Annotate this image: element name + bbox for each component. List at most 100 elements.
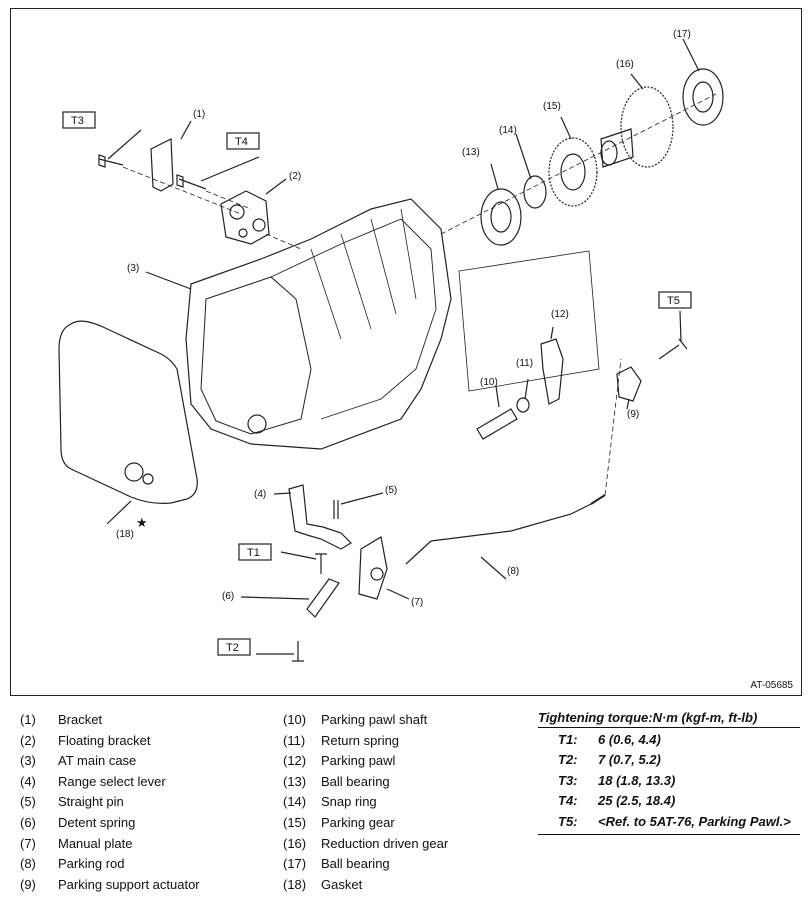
ball-bearing-17-part [682,68,724,126]
torque-key: T2: [558,752,578,768]
callout-16: (16) [616,59,634,70]
legend-label: Manual plate [58,835,133,851]
legend-number: (13) [283,773,307,789]
callout-4: (4) [254,489,266,500]
exploded-diagram-frame: (1) (2) (3) (4) (5) (6) (7) (8) (9) (10)… [10,8,802,696]
legend-item: (9) Parking support actuator [20,877,280,898]
legend-item: (5) Straight pin [20,794,280,815]
legend-number: (7) [20,835,36,851]
legend-number: (11) [283,732,306,748]
torque-value: <Ref. to 5AT-76, Parking Pawl.> [598,813,791,829]
callout-7: (7) [411,597,423,608]
legend-item: (18) Gasket [283,877,513,898]
legend-item: (15) Parking gear [283,815,513,836]
snap-ring-part [523,175,547,209]
legend-label: Parking rod [58,856,125,872]
ball-bearing-13-part [480,188,522,246]
torque-value: 6 (0.6, 4.4) [598,732,661,747]
torque-row: T5: <Ref. to 5AT-76, Parking Pawl.> [538,814,800,834]
torque-key: T4: [558,793,578,809]
straight-pin-part [333,500,339,519]
legend-item: (11) Return spring [283,733,513,754]
callout-2: (2) [289,171,301,182]
legend-item: (13)Ball bearing [283,774,513,795]
legend-label: Parking gear [321,814,395,830]
torque-row: T4: 25 (2.5, 18.4) [538,793,800,813]
legend-label: Straight pin [58,794,124,810]
legend-number: (17) [283,856,307,872]
legend-middle-column: (10)Parking pawl shaft (11) Return spring… [283,712,513,897]
legend-number: (1) [20,712,36,727]
legend-label: Parking support actuator [58,876,200,892]
torque-tag-t1: T1 [247,547,260,559]
legend-number: (12) [283,753,307,769]
callout-12: (12) [551,309,569,320]
legend-item: (6) Detent spring [20,815,280,836]
legend-number: (4) [20,773,36,789]
torque-row: T1:6 (0.6, 4.4) [538,732,800,752]
legend-number: (5) [20,794,36,810]
return-spring-part [516,397,530,413]
torque-tag-t2: T2 [226,642,239,654]
legend-number: (9) [20,876,36,892]
callout-17: (17) [673,29,691,40]
legend-label: Detent spring [58,814,136,830]
at-main-case-part [185,198,452,450]
parking-support-actuator-part [616,366,642,402]
legend-number: (6) [20,814,36,830]
torque-value: 18 (1.8, 13.3) [598,772,676,788]
legend-label: Parking pawl [321,753,396,769]
legend-item: (7) Manual plate [20,836,280,857]
torque-tag-t3: T3 [71,115,84,127]
torque-table: Tightening torque:N·m (kgf-m, ft-lb) T1:… [538,710,800,835]
legend-label: Range select lever [58,773,166,789]
callout-1: (1) [193,109,205,120]
legend-label: Bracket [58,712,103,727]
legend-number: (18) [283,876,307,892]
legend-number: (15) [283,814,307,830]
legend-number: (2) [20,732,36,748]
torque-key: T5: [558,813,578,829]
callout-15: (15) [543,101,561,112]
legend-item: (16) Reduction driven gear [283,836,513,857]
callout-14: (14) [499,125,517,136]
legend-item: (10)Parking pawl shaft [283,712,513,733]
legend-number: (14) [283,794,307,810]
parking-pawl-part [540,338,564,405]
callout-18: (18) [116,529,134,540]
figure-code: AT-05685 [750,680,793,691]
callout-10: (10) [480,377,498,388]
callout-3: (3) [127,263,139,274]
legend-item: (1) Bracket [20,712,280,733]
legend-left-column: (1) Bracket (2) Floating bracket (3)AT mai… [20,712,280,897]
torque-title: Tightening torque:N·m (kgf-m, ft-lb) [538,710,800,728]
callout-13: (13) [462,147,480,158]
torque-key: T3: [558,772,578,788]
star-marker: ★ [136,515,148,530]
parking-gear-part [548,137,598,207]
callout-6: (6) [222,591,234,602]
legend-label: Reduction driven gear [321,835,449,851]
legend-item: (4) Range select lever [20,774,280,795]
torque-bottom-rule [538,833,800,835]
detent-spring-part [306,578,340,618]
callout-9: (9) [627,409,639,420]
legend-item: (8) Parking rod [20,856,280,877]
legend-label: Floating bracket [58,732,151,748]
legend-label: Snap ring [321,794,377,810]
torque-row: T3: 18 (1.8, 13.3) [538,773,800,793]
torque-tag-t4: T4 [235,136,248,148]
legend-number: (10) [283,712,307,727]
legend-number: (16) [283,835,307,851]
legend-item: (3)AT main case [20,753,280,774]
legend-label: Ball bearing [321,856,390,872]
parking-pawl-shaft-part [476,408,518,440]
torque-value: 25 (2.5, 18.4) [598,793,676,809]
floating-bracket-part [220,190,270,245]
legend-label: Gasket [321,876,363,892]
legend-label: Return spring [321,732,400,748]
bracket-part [150,138,174,192]
legend-item: (12) Parking pawl [283,753,513,774]
legend-number: (8) [20,856,36,872]
legend-item: (17) Ball bearing [283,856,513,877]
